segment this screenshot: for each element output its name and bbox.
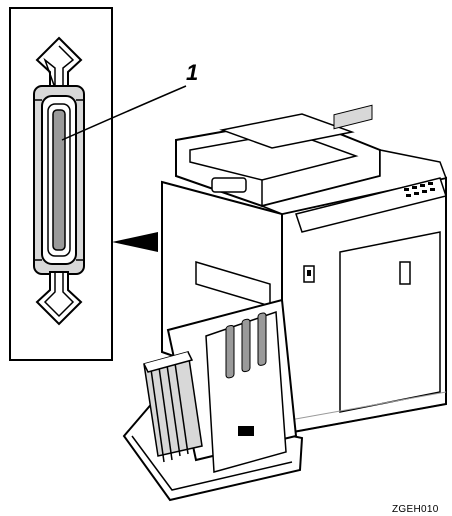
feeder-tray — [219, 113, 355, 149]
figure-code: ZGEH010 — [392, 504, 439, 515]
door-latch — [399, 261, 411, 285]
panel-keys — [404, 182, 435, 197]
callout-number: 1 — [186, 60, 198, 85]
inset-pointer-arrow — [112, 232, 158, 252]
paper-stack — [143, 351, 203, 463]
guide-lock — [238, 426, 254, 436]
open-paper-tray — [122, 298, 304, 502]
connector-bottom-tab — [35, 271, 83, 326]
guide-slots — [225, 312, 267, 379]
connector-inset — [9, 7, 187, 361]
feeder-handle — [211, 177, 247, 193]
callout-leader — [61, 85, 187, 141]
front-door — [339, 231, 441, 413]
panel-display — [333, 104, 373, 130]
operation-panel — [295, 177, 447, 233]
connector-body — [33, 85, 85, 275]
